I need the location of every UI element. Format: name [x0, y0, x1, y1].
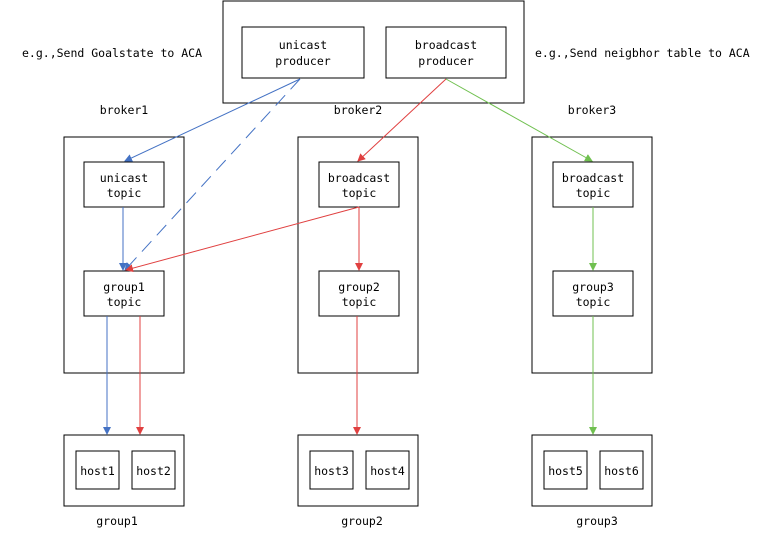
broker1-label: broker1 [100, 103, 149, 117]
host4-box [365, 450, 410, 490]
broker3-top-topic-line2: topic [576, 186, 611, 200]
host4-label: host4 [370, 464, 405, 478]
broker1-unicast-topic: unicast topic [83, 161, 165, 208]
host1-label: host1 [80, 464, 115, 478]
broadcast-producer-line1: broadcast [415, 38, 477, 52]
host1-box [75, 450, 120, 490]
broker1-top-topic-line2: topic [107, 186, 142, 200]
arrow-unicast-producer-to-unicast-topic [124, 78, 301, 162]
broadcast-producer-line2: producer [418, 54, 473, 68]
broker3-top-topic-line1: broadcast [562, 171, 624, 185]
broker2-label: broker2 [334, 103, 382, 117]
group2-label: group2 [341, 514, 383, 528]
broker2-top-topic-line1: broadcast [328, 171, 390, 185]
broker3-bottom-topic-line2: topic [576, 295, 611, 309]
host2-label: host2 [136, 464, 171, 478]
unicast-producer-line2: producer [275, 54, 330, 68]
broker2-bottom-topic-line1: group2 [338, 280, 380, 294]
broker2-top-topic-line2: topic [342, 186, 377, 200]
arrow-broker2-topic-to-group1-topic [125, 206, 360, 273]
host6-box [599, 450, 644, 490]
host3-box [309, 450, 354, 490]
broker3-group3-topic: group3 topic [552, 270, 634, 317]
broker1-bottom-topic-line2: topic [107, 295, 142, 309]
broker1-bottom-topic-line1: group1 [103, 280, 145, 294]
broker3-label: broker3 [568, 103, 617, 117]
broker2-group2-topic: group2 topic [318, 270, 400, 317]
host5-label: host5 [548, 464, 583, 478]
broker1-group1-topic: group1 topic [83, 270, 165, 317]
unicast-producer-line1: unicast [279, 38, 327, 52]
group1-label: group1 [96, 514, 138, 528]
broker1-top-topic-line1: unicast [100, 171, 148, 185]
broker2-broadcast-topic: broadcast topic [318, 161, 400, 208]
broker3-broadcast-topic: broadcast topic [552, 161, 634, 208]
host2-box [131, 450, 176, 490]
arrow-broadcast-producer-to-broker3-topic [445, 78, 593, 162]
broker2-bottom-topic-line2: topic [342, 295, 377, 309]
host3-label: host3 [314, 464, 349, 478]
group3-label: group3 [576, 514, 618, 528]
host6-label: host6 [604, 464, 639, 478]
host5-box [543, 450, 588, 490]
note-left: e.g.,Send Goalstate to ACA [22, 46, 202, 60]
broadcast-producer: broadcast producer [385, 26, 507, 79]
broker3-bottom-topic-line1: group3 [572, 280, 614, 294]
note-right: e.g.,Send neigbhor table to ACA [535, 46, 750, 60]
unicast-producer: unicast producer [241, 26, 365, 79]
arrow-broadcast-producer-to-broker2-topic [357, 78, 447, 162]
